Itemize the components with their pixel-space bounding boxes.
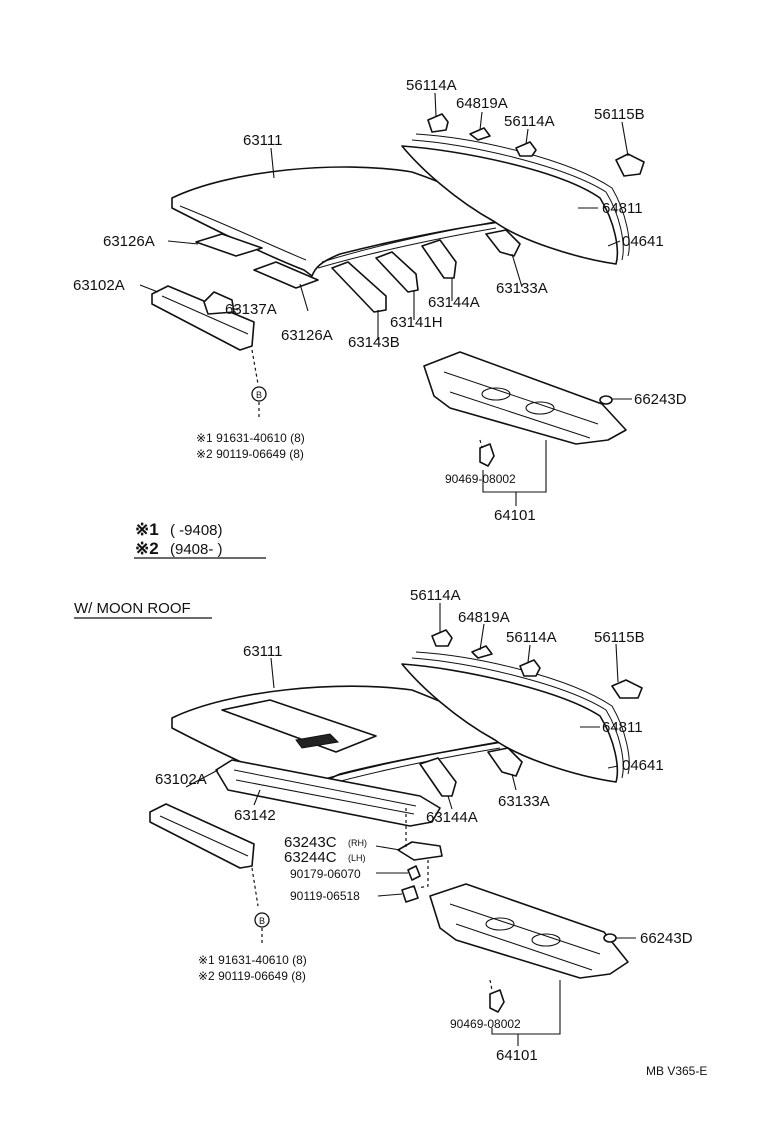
label-63144a-moonroof: 63144A [426,809,478,826]
label-90119-06518: 90119-06518 [290,889,360,903]
clip-56114a-1-moonroof [431,629,453,647]
bracket-63137a [203,291,235,315]
grommet-66243d-moonroof [603,933,617,943]
label-66243d-moonroof: 66243D [640,930,693,947]
label-63111: 63111 [243,132,283,149]
roof-bow-63133a-moonroof [487,747,523,777]
label-63244c: 63244C [284,849,337,866]
clip-90469-08002-moonroof [489,989,505,1013]
label-63126a-2: 63126A [281,327,333,344]
moonroof-heading: W/ MOON ROOF [74,600,191,617]
leader-lines-bottom [185,603,636,1046]
label-56114a-2-moonroof: 56114A [506,629,557,646]
clip-64819a [469,127,491,141]
label-63133a-moonroof: 63133A [498,793,550,810]
label-64101-moonroof: 64101 [496,1047,538,1064]
roof-bow-63144a [421,239,457,279]
label-64819a-moonroof: 64819A [458,609,510,626]
label-63141h: 63141H [390,314,443,331]
label-56115b-moonroof: 56115B [594,629,645,646]
label-64819a: 64819A [456,95,508,112]
label-56115b: 56115B [594,106,645,123]
legend-text-1: ( -9408) [170,522,223,539]
label-63111-moonroof: 63111 [243,643,283,660]
clip-56114a-1 [427,113,449,133]
package-tray-64101-moonroof [429,883,629,979]
bolt-90119-06518 [401,885,419,903]
label-63102a: 63102A [73,277,125,294]
label-63133a: 63133A [496,280,548,297]
label-56114a-1: 56114A [406,77,457,94]
b-marker-bottom: B [254,912,270,946]
bracket-63243c-63244c [397,841,443,861]
clip-56114a-2-moonroof [519,659,541,677]
label-63142: 63142 [234,807,276,824]
note-2-top: ※2 90119-06649 (8) [196,447,304,461]
label-66243d: 66243D [634,391,687,408]
clip-56114a-2 [515,141,537,157]
pad-63126a-2 [253,261,319,289]
label-63137a: 63137A [225,301,277,318]
b-marker-label: B [256,390,262,400]
label-63243c-side: (RH) [348,838,367,848]
roof-panel-63111 [171,166,501,277]
front-header-63102a-moonroof [149,803,255,869]
legend-mark-1: ※1 [135,520,159,539]
clip-90469-08002 [479,443,495,467]
note-1-bottom: ※1 91631-40610 (8) [198,953,307,967]
label-04641: 04641 [622,233,664,250]
label-90179-06070: 90179-06070 [290,867,361,881]
top-assembly: B 56114A 64819A 56114A 56115B 63111 6481… [73,77,687,524]
label-63126a-1: 63126A [103,233,155,250]
nut-90179-06070 [407,865,421,881]
package-tray-64101 [423,351,627,445]
note-1-top: ※1 91631-40610 (8) [196,431,305,445]
label-64811-moonroof: 64811 [602,719,643,736]
roof-bow-63144a-moonroof [419,757,457,797]
legend-text-2: (9408- ) [170,541,223,558]
b-marker-label-bottom: B [259,916,265,926]
clip-64819a-moonroof [471,645,493,659]
legend: ※1 ( -9408) ※2 (9408- ) [134,520,266,559]
diagram-code: MB V365-E [646,1064,707,1078]
b-marker-top: B [251,386,267,420]
rear-window-64811 [401,133,630,265]
clip-56115b-moonroof [611,679,643,699]
roof-bow-63141h [375,251,419,293]
front-header-63102a [151,285,255,351]
roof-bow-63133a [485,229,521,257]
label-64811: 64811 [602,200,643,217]
label-56114a-2: 56114A [504,113,555,130]
pad-63126a-1 [195,233,263,257]
note-2-bottom: ※2 90119-06649 (8) [198,969,306,983]
label-63243c: 63243C [284,834,337,851]
clip-56115b [615,153,645,177]
label-90469-08002-moonroof: 90469-08002 [450,1017,521,1031]
label-64101: 64101 [494,507,536,524]
label-63102a-moonroof: 63102A [155,771,207,788]
label-56114a-1-moonroof: 56114A [410,587,461,604]
label-63244c-side: (LH) [348,853,366,863]
grommet-66243d [599,395,613,405]
leader-lines-top [139,92,632,506]
roof-bow-63143b [331,261,387,313]
legend-mark-2: ※2 [135,539,159,558]
sunroof-housing-63142 [215,759,441,827]
rear-window-64811-moonroof [401,651,630,783]
label-63143b: 63143B [348,334,400,351]
label-63144a: 63144A [428,294,480,311]
label-04641-moonroof: 04641 [622,757,664,774]
moonroof-assembly: W/ MOON ROOF [74,587,693,1064]
label-90469-08002: 90469-08002 [445,472,516,486]
